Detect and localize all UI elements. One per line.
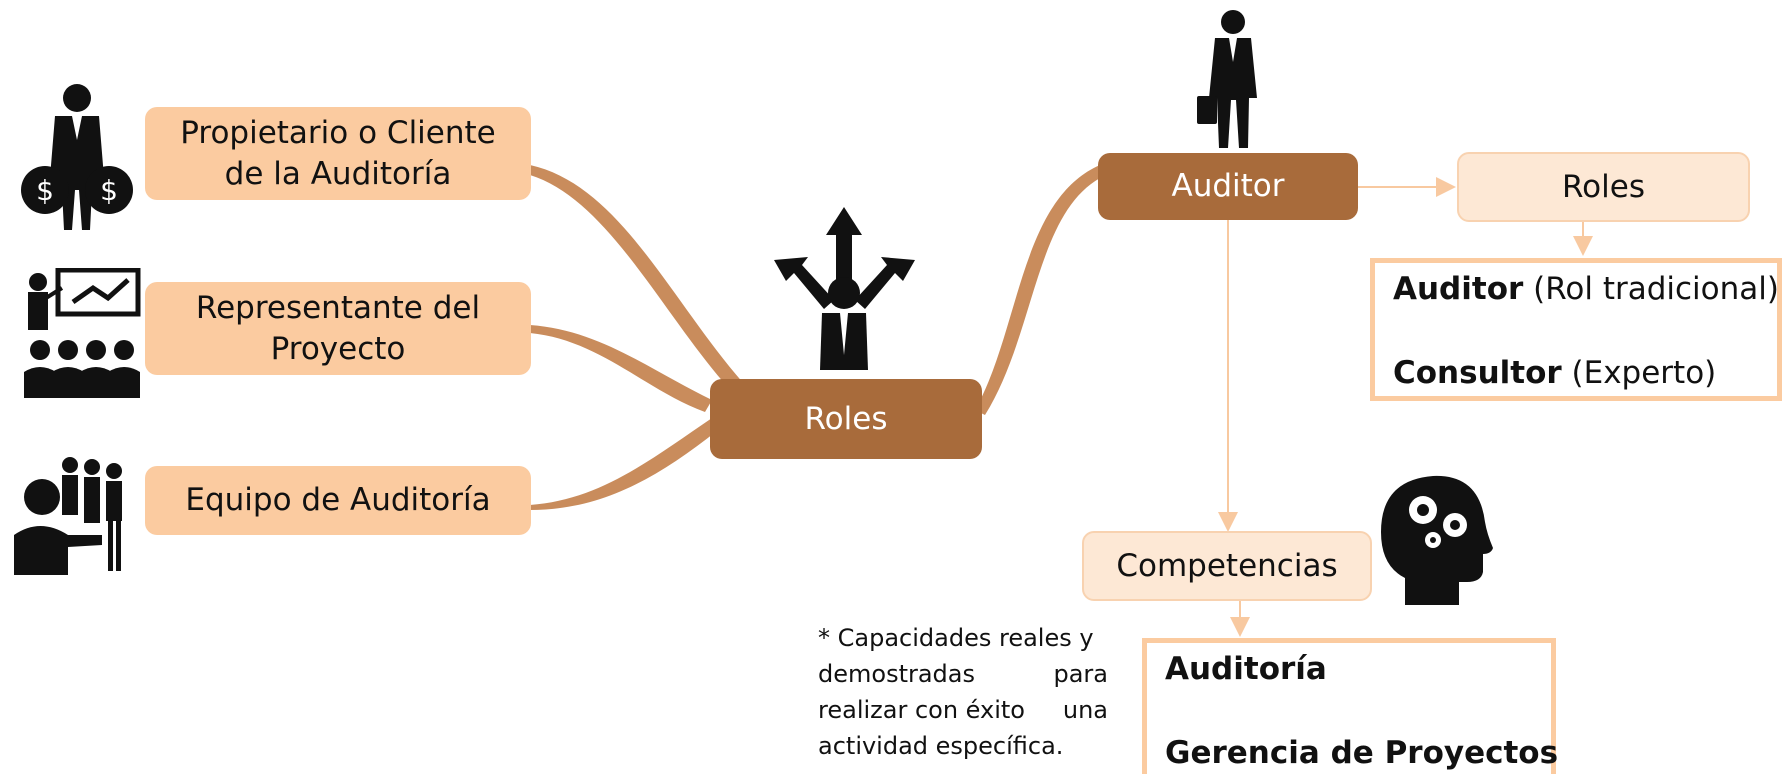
- note-line-3b: una: [1062, 696, 1108, 724]
- note-line-4: actividad específica.: [818, 732, 1064, 760]
- note-line-2b: para: [1053, 660, 1108, 688]
- roles-box-item-2-bold: Consultor: [1393, 355, 1562, 391]
- branch-auditor: [975, 165, 1100, 415]
- note-line-3a: realizar con éxito: [818, 696, 1025, 724]
- node-roles-center: Roles: [710, 379, 982, 459]
- node-competencias: Competencias: [1082, 531, 1372, 601]
- note-line-2a: demostradas: [818, 660, 975, 688]
- roles-box: Auditor (Rol tradicional) Consultor (Exp…: [1370, 258, 1782, 401]
- node-representative: Representante del Proyecto: [145, 282, 531, 375]
- roles-box-item-1-rest: (Rol tradicional): [1533, 271, 1779, 307]
- team-handshake-icon: [14, 457, 122, 575]
- presentation-audience-icon: [24, 268, 141, 398]
- node-representative-line1: Representante del: [195, 290, 481, 327]
- node-competencias-label: Competencias: [1116, 547, 1338, 584]
- decision-arrows-icon: [774, 207, 915, 370]
- note-line-2: demostradas para: [818, 656, 1108, 692]
- node-roles-right: Roles: [1457, 152, 1750, 222]
- competencias-note: * Capacidades reales y demostradas para …: [818, 620, 1108, 764]
- node-owner: Propietario o Cliente de la Auditoría: [145, 107, 531, 200]
- node-auditor: Auditor: [1098, 153, 1358, 220]
- roles-box-item-1: Auditor (Rol tradicional): [1393, 271, 1779, 307]
- branch-team: [530, 418, 718, 510]
- node-owner-line2: de la Auditoría: [224, 155, 452, 192]
- owner-moneybags-icon: $ $: [21, 84, 133, 230]
- svg-text:$: $: [100, 174, 118, 207]
- competencias-box-item-2: Gerencia de Proyectos: [1165, 735, 1559, 771]
- branch-owner: [530, 165, 745, 395]
- roles-box-item-2-rest: (Experto): [1571, 355, 1717, 391]
- branch-representative: [530, 325, 712, 412]
- roles-box-item-2: Consultor (Experto): [1393, 355, 1716, 391]
- node-roles-right-label: Roles: [1562, 168, 1645, 205]
- node-team: Equipo de Auditoría: [145, 466, 531, 535]
- head-gears-icon: [1381, 475, 1493, 605]
- node-owner-line1: Propietario o Cliente: [180, 115, 496, 152]
- node-team-label: Equipo de Auditoría: [185, 482, 491, 519]
- node-roles-center-label: Roles: [804, 400, 888, 437]
- roles-box-item-1-bold: Auditor: [1393, 271, 1524, 307]
- node-representative-line2: Proyecto: [270, 330, 406, 367]
- node-auditor-label: Auditor: [1171, 168, 1285, 205]
- svg-text:$: $: [36, 174, 54, 207]
- competencias-box: Auditoría Gerencia de Proyectos: [1142, 638, 1559, 774]
- note-line-1: * Capacidades reales y: [818, 624, 1094, 652]
- businessman-briefcase-icon: [1197, 10, 1257, 148]
- competencias-box-item-1: Auditoría: [1165, 651, 1327, 687]
- note-line-3: realizar con éxito una: [818, 692, 1108, 728]
